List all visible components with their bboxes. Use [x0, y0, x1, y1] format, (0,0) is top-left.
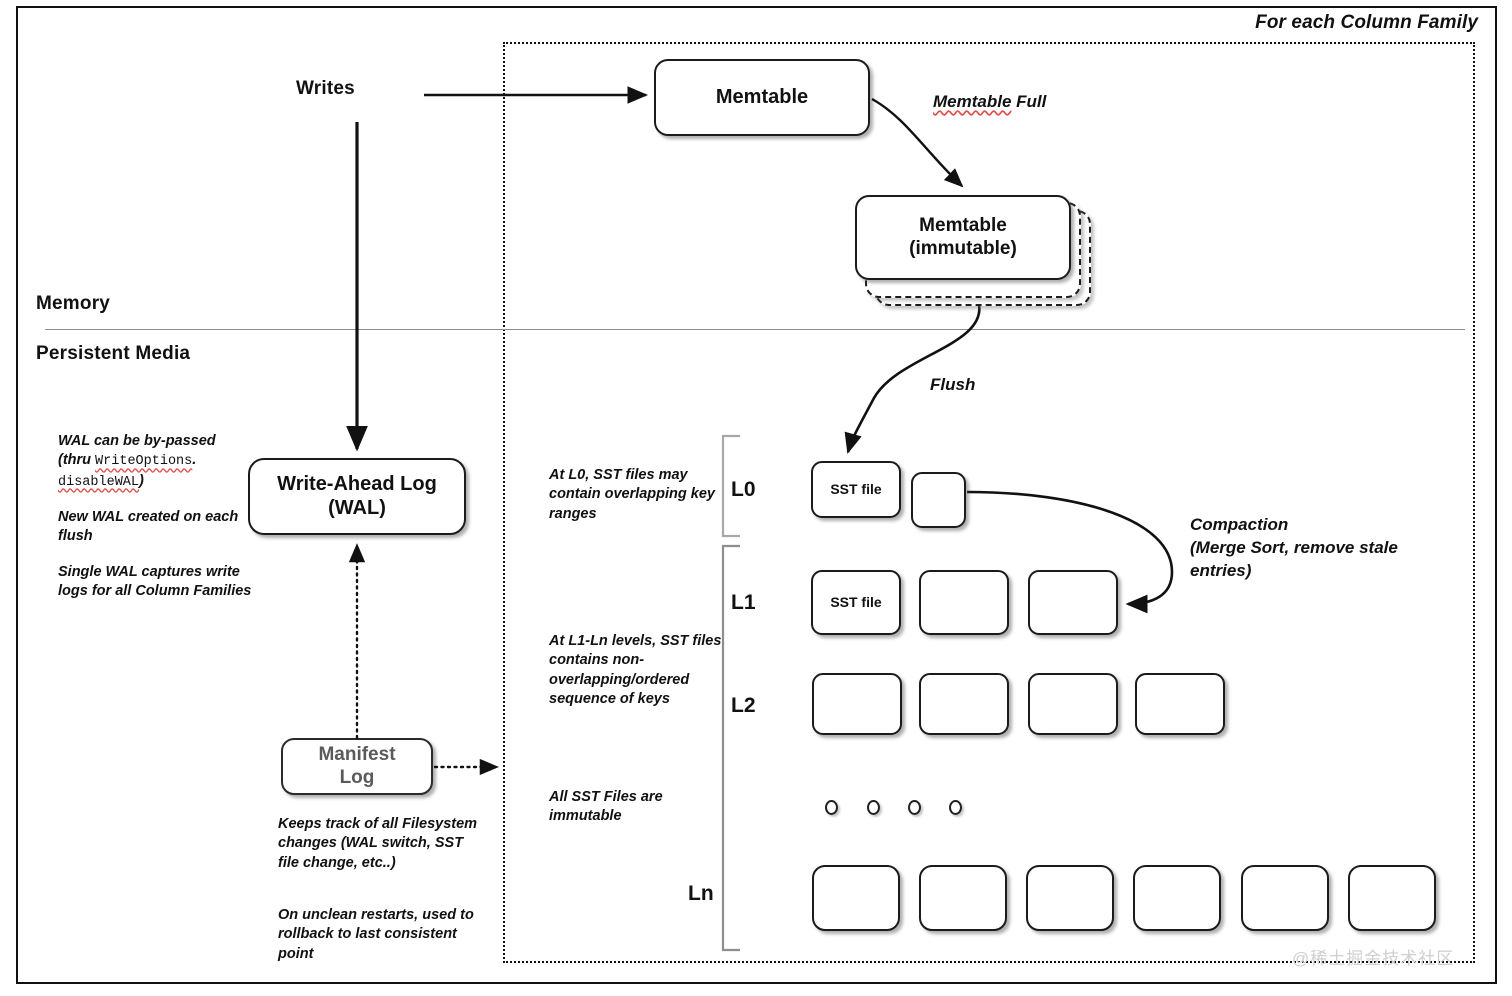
- writes-label: Writes: [296, 78, 355, 99]
- sst-box-l0-2: [911, 472, 966, 528]
- note-wal-bypass: WAL can be by-passed (thru WriteOptions.…: [58, 432, 273, 492]
- note-wal-bypass-thru: (thru: [58, 452, 96, 469]
- note-manifest-tracks: Keeps track of all Filesystem changes (W…: [278, 816, 478, 871]
- sst-box-l1-2: [919, 570, 1009, 635]
- edge-label-compaction-line1: Compaction: [1190, 515, 1289, 534]
- level-label-ln: Ln: [688, 882, 714, 905]
- sst-box-ln-4: [1133, 865, 1221, 931]
- sst-box-l0-1-label: SST file: [830, 481, 882, 498]
- sst-box-l2-1: [812, 673, 902, 735]
- note-sst-immutable: All SST Files are immutable: [549, 789, 663, 825]
- manifest-log-node: Manifest Log: [281, 738, 433, 795]
- note-wal-new: New WAL created on each flush: [58, 509, 239, 545]
- edge-label-memtable-full-rest: Full: [1011, 92, 1047, 111]
- note-l0: At L0, SST files may contain overlapping…: [549, 467, 715, 522]
- note-wal-bypass-line1: WAL can be by-passed: [58, 433, 216, 449]
- persistent-media-band-label: Persistent Media: [36, 343, 191, 364]
- edge-label-compaction: Compaction (Merge Sort, remove stale ent…: [1190, 513, 1490, 582]
- watermark: @稀土掘金技术社区: [1292, 949, 1455, 968]
- column-family-label: For each Column Family: [1255, 12, 1478, 33]
- sst-box-ln-1: [812, 865, 900, 931]
- level-label-l1: L1: [731, 591, 756, 614]
- ellipsis-dot-2: [867, 800, 880, 815]
- sst-box-l2-3: [1028, 673, 1118, 735]
- ellipsis-dot-3: [908, 800, 921, 815]
- column-family-region: [503, 42, 1475, 963]
- memtable-immutable-node: Memtable (immutable): [855, 195, 1071, 280]
- memtable-immutable-label-line1: Memtable: [919, 215, 1007, 237]
- memory-band-label: Memory: [36, 293, 111, 314]
- memtable-immutable-label-line2: (immutable): [909, 237, 1017, 259]
- level-label-l0: L0: [731, 478, 756, 501]
- note-wal-single: Single WAL captures write logs for all C…: [58, 564, 252, 600]
- memtable-node: Memtable: [654, 59, 870, 136]
- edge-label-flush: Flush: [930, 375, 976, 394]
- edge-label-compaction-line3: entries): [1190, 561, 1252, 581]
- note-wal-bypass-dot: .: [192, 452, 197, 469]
- note-wal-bypass-close: ): [139, 472, 144, 489]
- sst-box-l1-1-label: SST file: [830, 594, 882, 611]
- sst-box-ln-3: [1026, 865, 1114, 931]
- edge-label-memtable-full-word: Memtable: [933, 92, 1012, 111]
- sst-box-ln-5: [1241, 865, 1329, 931]
- ellipsis-dot-1: [825, 800, 838, 815]
- sst-box-ln-2: [919, 865, 1007, 931]
- note-wal-bypass-code1: WriteOptions: [95, 454, 193, 470]
- sst-box-l1-3: [1028, 570, 1118, 635]
- sst-box-l1-1: SST file: [811, 570, 901, 635]
- sst-box-ln-6: [1348, 865, 1436, 931]
- note-manifest-rollback: On unclean restarts, used to rollback to…: [278, 907, 474, 962]
- manifest-label-line2: Log: [339, 766, 375, 788]
- edge-label-memtable-full: Memtable Full: [933, 92, 1046, 112]
- note-wal-bypass-code2: disableWAL: [58, 474, 140, 490]
- memory-persistent-divider: [45, 329, 1465, 330]
- sst-box-l0-1: SST file: [811, 461, 901, 518]
- manifest-label-line1: Manifest: [318, 744, 396, 766]
- sst-box-l2-4: [1135, 673, 1225, 735]
- wal-label-line2: (WAL): [328, 496, 386, 519]
- memtable-node-label: Memtable: [715, 85, 809, 108]
- outer-frame: [16, 6, 1497, 984]
- note-l1-ln: At L1-Ln levels, SST files contains non-…: [549, 633, 722, 708]
- write-ahead-log-node: Write-Ahead Log (WAL): [248, 458, 466, 535]
- sst-box-l2-2: [919, 673, 1009, 735]
- wal-label-line1: Write-Ahead Log: [277, 472, 437, 495]
- level-label-l2: L2: [731, 694, 756, 717]
- ellipsis-dot-4: [949, 800, 962, 815]
- edge-label-compaction-line2: (Merge Sort, remove stale: [1190, 538, 1398, 558]
